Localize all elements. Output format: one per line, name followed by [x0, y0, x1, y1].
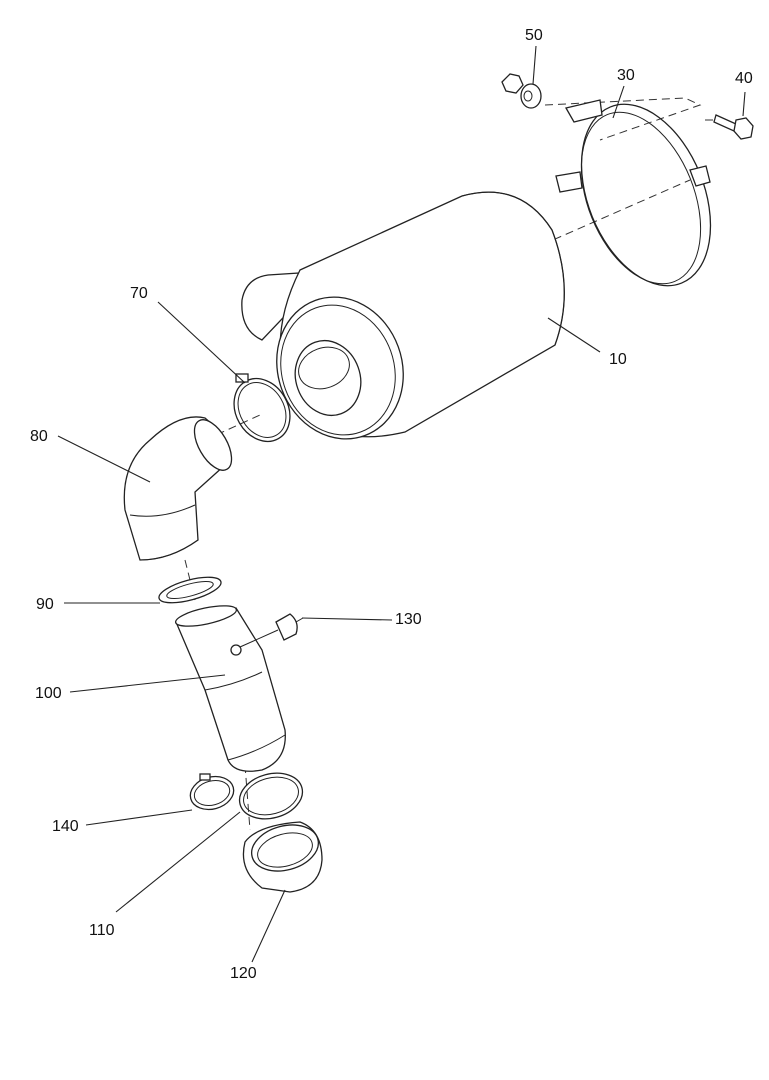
callout-130: 130 [395, 611, 422, 628]
part-130-sensor [230, 613, 304, 656]
leader-lines [57, 45, 746, 963]
callout-40: 40 [735, 70, 753, 87]
callout-90: 90 [36, 596, 54, 613]
part-140-clamp [189, 773, 235, 811]
callout-140: 140 [52, 818, 79, 835]
part-90-gasket-ring [158, 576, 222, 604]
part-120-inlet-hood [242, 821, 323, 893]
callout-120: 120 [230, 965, 257, 982]
callout-50: 50 [525, 27, 543, 44]
part-70-hose-clamp [233, 373, 291, 443]
callout-110: 110 [89, 922, 115, 939]
part-110-ring [238, 772, 304, 820]
part-80-elbow-hose [123, 416, 233, 561]
part-50-nut-bushing [501, 73, 542, 109]
callout-80: 80 [30, 428, 48, 445]
callout-10: 10 [609, 351, 627, 368]
callout-30: 30 [617, 67, 635, 84]
part-40-bolt [713, 114, 754, 140]
part-10-air-cleaner-housing [241, 191, 565, 440]
callout-labels: 50 30 40 70 10 80 90 130 100 140 110 120 [30, 27, 753, 982]
part-30-mounting-band [555, 99, 712, 287]
part-100-intake-pipe [174, 605, 286, 772]
callout-70: 70 [130, 285, 148, 302]
callout-100: 100 [35, 685, 62, 702]
